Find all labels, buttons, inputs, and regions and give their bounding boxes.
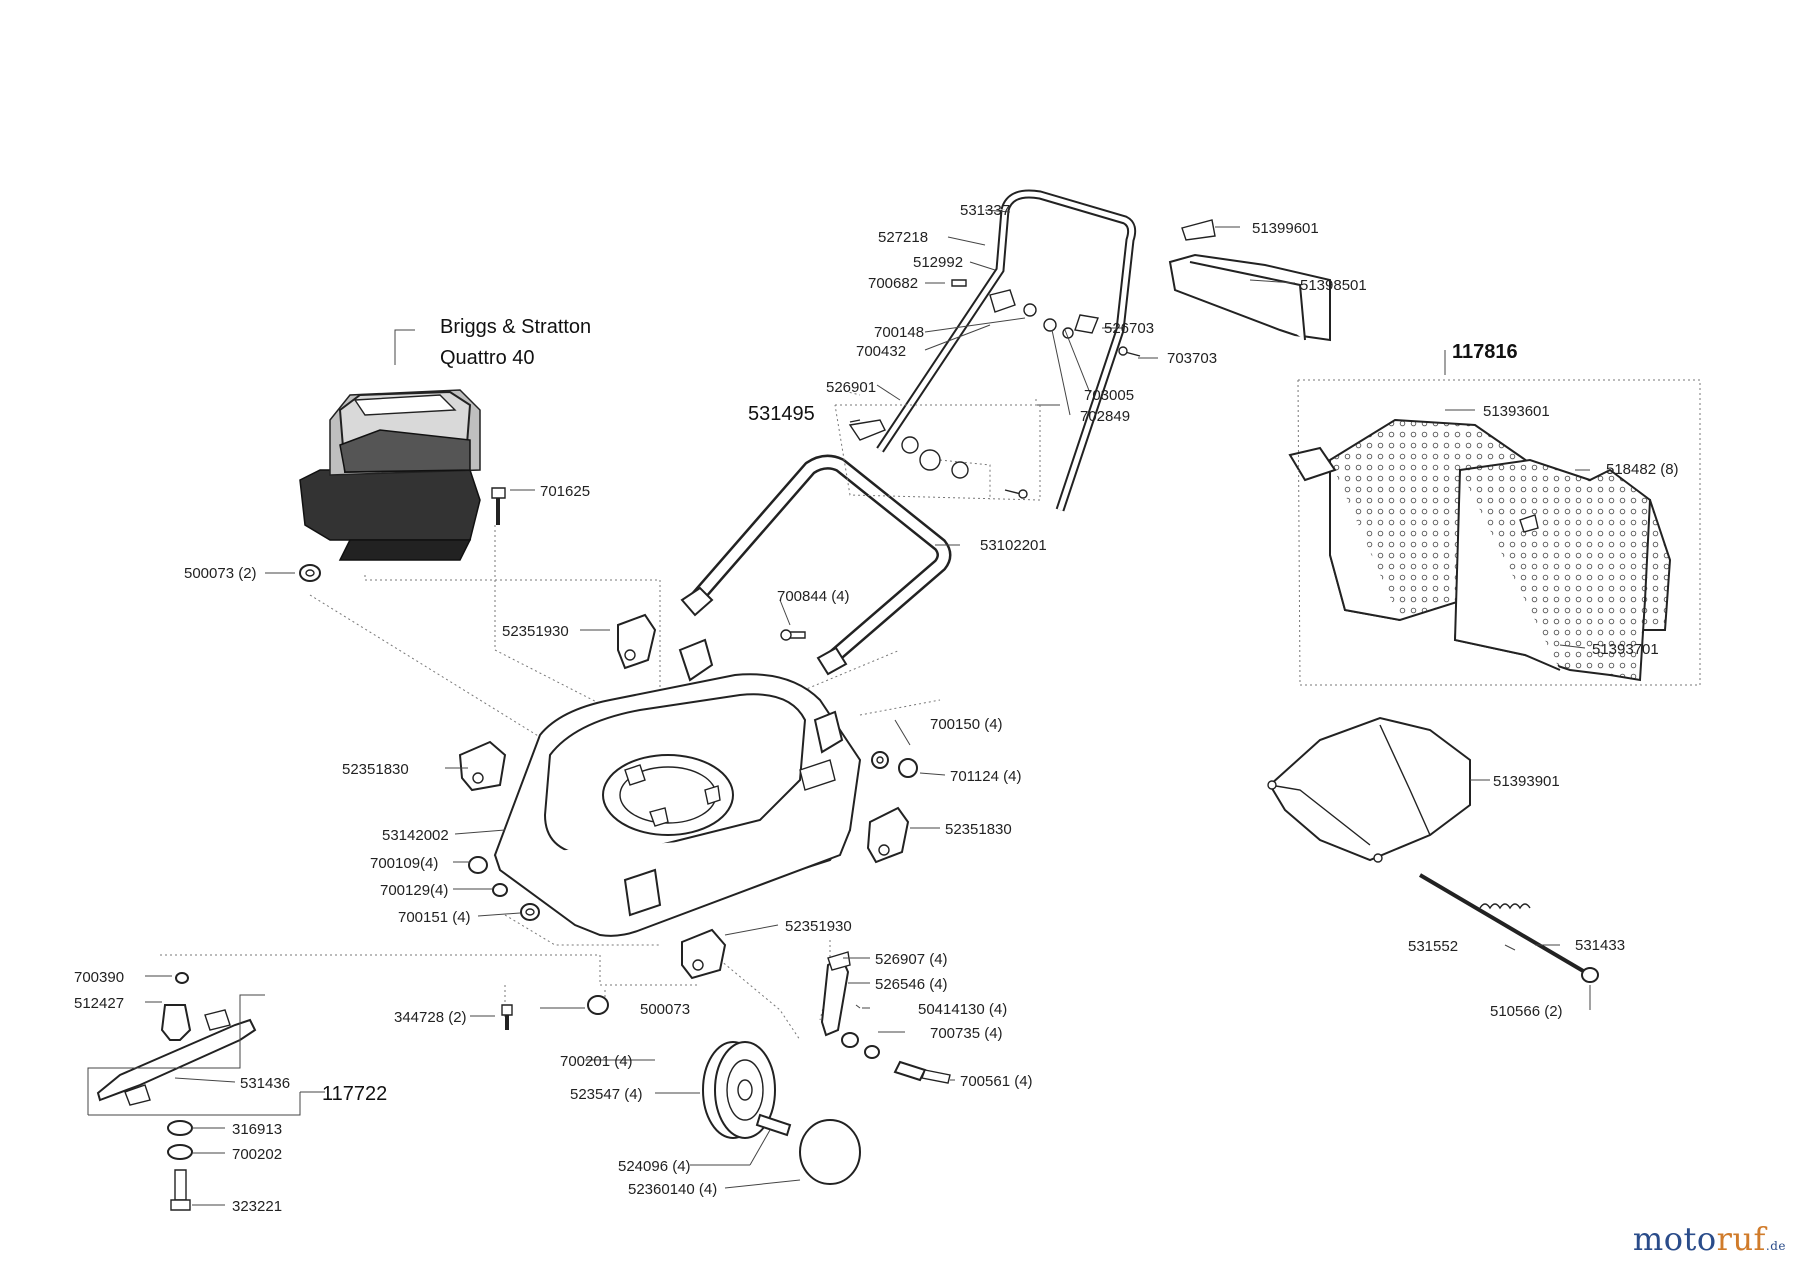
label-700432: 700432: [856, 343, 906, 360]
label-703703: 703703: [1167, 350, 1217, 367]
group-label-117816: 117816: [1452, 341, 1518, 363]
label-524096: 524096 (4): [618, 1158, 691, 1175]
label-700129: 700129(4): [380, 882, 448, 899]
label-52351930-b: 52351930: [785, 918, 852, 935]
label-700150: 700150 (4): [930, 716, 1003, 733]
label-526703: 526703: [1104, 320, 1154, 337]
wheel-illustration: [702, 1041, 861, 1185]
label-531552: 531552: [1408, 938, 1458, 955]
label-500073: 500073: [640, 1001, 690, 1018]
blade-illustration: [96, 1009, 257, 1106]
hardware-illustration: [160, 487, 918, 1211]
label-512992: 512992: [913, 254, 963, 271]
label-323221: 323221: [232, 1198, 282, 1215]
label-526907: 526907 (4): [875, 951, 948, 968]
watermark-part-b: ruf: [1716, 1220, 1766, 1258]
label-51393701: 51393701: [1592, 641, 1659, 658]
label-700561: 700561 (4): [960, 1073, 1033, 1090]
part-number-labels: 531337 527218 512992 700682 700148 70043…: [74, 202, 1679, 1215]
label-50414130: 50414130 (4): [918, 1001, 1007, 1018]
watermark-logo: motoruf.de: [1633, 1220, 1786, 1258]
label-531337: 531337: [960, 202, 1010, 219]
label-701124: 701124 (4): [950, 768, 1021, 785]
label-700201: 700201 (4): [560, 1053, 633, 1070]
watermark-suffix: .de: [1765, 1239, 1786, 1253]
label-531433: 531433: [1575, 937, 1625, 954]
group-label-117722: 117722: [322, 1083, 387, 1105]
grass-catcher-illustration: [1168, 219, 1672, 983]
label-512427: 512427: [74, 995, 124, 1012]
label-52360140: 52360140 (4): [628, 1181, 717, 1198]
label-700148: 700148: [874, 324, 924, 341]
label-523547: 523547 (4): [570, 1086, 643, 1103]
wheel-adjuster-illustration: [820, 951, 951, 1084]
label-51393601: 51393601: [1483, 403, 1550, 420]
label-526546: 526546 (4): [875, 976, 948, 993]
label-703005: 703005: [1084, 387, 1134, 404]
label-700735: 700735 (4): [930, 1025, 1003, 1042]
label-700202: 700202: [232, 1146, 282, 1163]
label-51399601: 51399601: [1252, 220, 1319, 237]
label-51398501: 51398501: [1300, 277, 1367, 294]
lower-handle-illustration: [680, 454, 952, 676]
brackets-illustration: [458, 613, 910, 980]
label-500073-2: 500073 (2): [184, 565, 257, 582]
engine-illustration: [299, 389, 481, 561]
label-700390: 700390: [74, 969, 124, 986]
label-702849: 702849: [1080, 408, 1130, 425]
label-51393901: 51393901: [1493, 773, 1560, 790]
label-53102201: 53102201: [980, 537, 1047, 554]
engine-label-line2: Quattro 40: [440, 347, 535, 369]
label-700151: 700151 (4): [398, 909, 471, 926]
label-510566: 510566 (2): [1490, 1003, 1563, 1020]
group-label-531495: 531495: [748, 403, 815, 425]
watermark-part-a: moto: [1632, 1220, 1717, 1258]
label-344728: 344728 (2): [394, 1009, 467, 1026]
group-frames: [87, 350, 1701, 1116]
label-700682: 700682: [868, 275, 918, 292]
label-531436: 531436: [240, 1075, 290, 1092]
label-53142002: 53142002: [382, 827, 449, 844]
label-316913: 316913: [232, 1121, 282, 1138]
label-700109: 700109(4): [370, 855, 438, 872]
leader-lines: [145, 209, 1591, 1206]
engine-label-line1: Briggs & Stratton: [440, 316, 591, 338]
label-700844: 700844 (4): [777, 588, 850, 605]
label-526901: 526901: [826, 379, 876, 396]
label-527218: 527218: [878, 229, 928, 246]
label-52351830-b: 52351830: [945, 821, 1012, 838]
label-52351930-a: 52351930: [502, 623, 569, 640]
upper-handle-illustration: [848, 189, 1141, 512]
label-518482: 518482 (8): [1606, 461, 1679, 478]
label-52351830-a: 52351830: [342, 761, 409, 778]
label-701625: 701625: [540, 483, 590, 500]
mower-deck-illustration: [493, 638, 862, 937]
